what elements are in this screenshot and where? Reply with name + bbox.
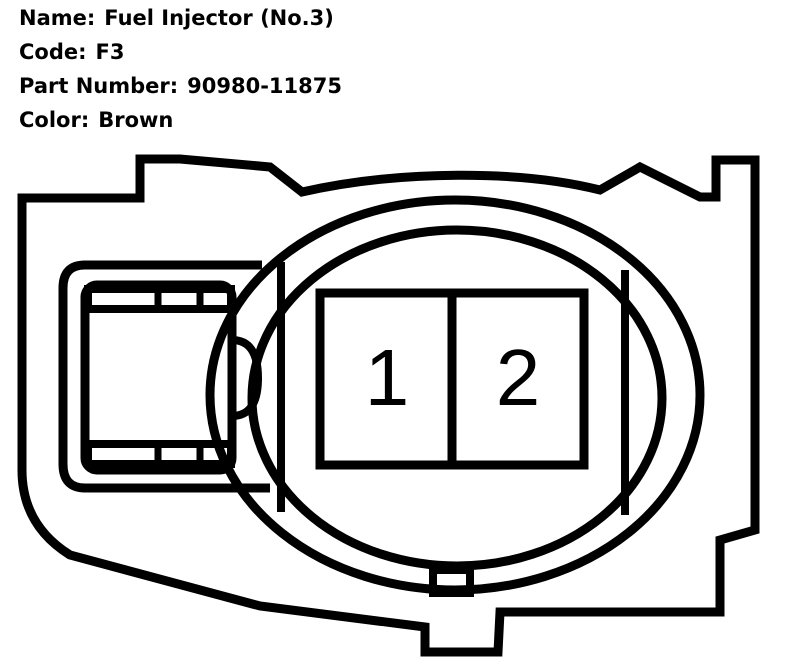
name-value: Fuel Injector (No.3): [104, 6, 334, 30]
part-number-label: Part Number:: [19, 74, 179, 98]
connector-housing-outline: [17, 154, 760, 657]
connector-info: Name: Fuel Injector (No.3) Code: F3 Part N…: [19, 4, 342, 140]
name-label: Name:: [19, 6, 96, 30]
latch-outer-frame: [58, 260, 270, 493]
color-label: Color:: [19, 108, 90, 132]
part-number-row: Part Number: 90980-11875: [19, 72, 342, 106]
name-row: Name: Fuel Injector (No.3): [19, 4, 342, 38]
code-label: Code:: [19, 40, 87, 64]
code-value: F3: [95, 40, 125, 64]
connector-body-inner: [247, 225, 667, 571]
color-row: Color: Brown: [19, 106, 342, 140]
lock-nub: [231, 336, 263, 420]
part-number-value: 90980-11875: [187, 74, 342, 98]
code-row: Code: F3: [19, 38, 342, 72]
color-value: Brown: [98, 108, 174, 132]
pin-1-label: 1: [365, 333, 410, 422]
bottom-key-tab: [429, 566, 474, 597]
pin-2-label: 2: [496, 333, 541, 422]
